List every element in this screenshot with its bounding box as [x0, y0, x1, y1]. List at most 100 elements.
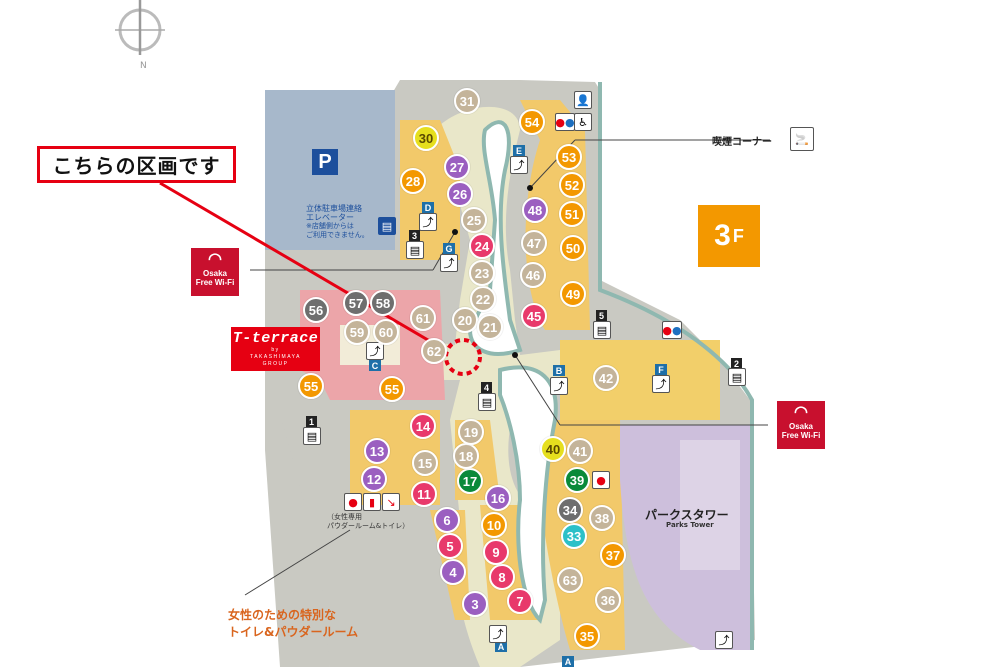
compass-north-label: N: [140, 61, 147, 71]
highlighted-section-marker: [444, 338, 482, 376]
shop-marker-48[interactable]: 48: [522, 197, 548, 223]
shop-marker-11[interactable]: 11: [411, 481, 437, 507]
shop-marker-63[interactable]: 63: [557, 567, 583, 593]
shop-marker-52[interactable]: 52: [559, 172, 585, 198]
shop-marker-37[interactable]: 37: [600, 542, 626, 568]
escalator-c-label: C: [369, 360, 381, 371]
elevator-3-label: 3: [409, 230, 420, 241]
elevator-icon: ▤: [478, 393, 496, 411]
shop-marker-55[interactable]: 55: [379, 376, 405, 402]
shop-marker-31[interactable]: 31: [454, 88, 480, 114]
women-feature-label: 女性のための特別な トイレ&パウダールーム: [228, 608, 359, 639]
shop-marker-36[interactable]: 36: [595, 587, 621, 613]
shop-marker-25[interactable]: 25: [461, 207, 487, 233]
shop-marker-22[interactable]: 22: [470, 286, 496, 312]
shop-marker-6[interactable]: 6: [434, 507, 460, 533]
escalator-icon: ⤴: [550, 377, 568, 395]
shop-marker-54[interactable]: 54: [519, 109, 545, 135]
women-restroom-icon: ●: [344, 493, 362, 511]
shop-marker-62[interactable]: 62: [421, 338, 447, 364]
accessible-restroom-icon: ♿: [574, 113, 592, 131]
shop-marker-59[interactable]: 59: [344, 319, 370, 345]
shop-marker-13[interactable]: 13: [364, 438, 390, 464]
shop-marker-14[interactable]: 14: [410, 413, 436, 439]
shop-marker-49[interactable]: 49: [560, 281, 586, 307]
wifi-icon: ◠: [208, 251, 222, 268]
compass-icon: [115, 0, 165, 55]
escalator-icon: ⤴: [440, 254, 458, 272]
smoking-corner-label: 喫煙コーナー: [712, 137, 772, 148]
elevator-2-label: 2: [731, 358, 742, 369]
escalator-d-label: D: [422, 202, 434, 213]
shop-marker-18[interactable]: 18: [453, 443, 479, 469]
shop-marker-45[interactable]: 45: [521, 303, 547, 329]
shop-marker-23[interactable]: 23: [469, 260, 495, 286]
women-restroom-icon: ●: [592, 471, 610, 489]
shop-marker-20[interactable]: 20: [452, 307, 478, 333]
shop-marker-17[interactable]: 17: [457, 468, 483, 494]
elevator-icon: ▤: [303, 427, 321, 445]
shop-marker-50[interactable]: 50: [560, 235, 586, 261]
shop-marker-26[interactable]: 26: [447, 181, 473, 207]
shop-marker-24[interactable]: 24: [469, 233, 495, 259]
shop-marker-41[interactable]: 41: [567, 438, 593, 464]
shop-marker-61[interactable]: 61: [410, 305, 436, 331]
parks-tower-name-en: Parks Tower: [666, 521, 714, 529]
shop-marker-19[interactable]: 19: [458, 419, 484, 445]
shop-marker-16[interactable]: 16: [485, 485, 511, 511]
escalator-a2-label: A: [562, 656, 574, 667]
shop-marker-33[interactable]: 33: [561, 523, 587, 549]
escalator-icon: ⤴: [652, 375, 670, 393]
shop-marker-9[interactable]: 9: [483, 539, 509, 565]
parking-elevator-icon: ▤: [378, 217, 396, 235]
shop-marker-53[interactable]: 53: [556, 144, 582, 170]
shop-marker-30[interactable]: 30: [413, 125, 439, 151]
shop-marker-4[interactable]: 4: [440, 559, 466, 585]
shop-marker-40[interactable]: 40: [540, 436, 566, 462]
shop-marker-46[interactable]: 46: [520, 262, 546, 288]
escalator-icon: ⤴: [419, 213, 437, 231]
parking-icon: P: [312, 149, 338, 175]
restroom-icon: ●●: [662, 321, 682, 339]
shop-marker-27[interactable]: 27: [444, 154, 470, 180]
shop-marker-38[interactable]: 38: [589, 505, 615, 531]
shop-marker-34[interactable]: 34: [557, 497, 583, 523]
shop-marker-55[interactable]: 55: [298, 373, 324, 399]
shop-marker-58[interactable]: 58: [370, 290, 396, 316]
shop-marker-28[interactable]: 28: [400, 168, 426, 194]
elevator-1-label: 1: [306, 416, 317, 427]
shop-marker-8[interactable]: 8: [489, 564, 515, 590]
elevator-icon: ▤: [728, 368, 746, 386]
escalator-icon: ⤴: [489, 625, 507, 643]
shop-marker-60[interactable]: 60: [373, 319, 399, 345]
shop-marker-10[interactable]: 10: [481, 512, 507, 538]
t-terrace-logo: T-terrace by TAKASHIMAYA GROUP: [231, 327, 320, 371]
shop-marker-3[interactable]: 3: [462, 591, 488, 617]
shop-marker-39[interactable]: 39: [564, 467, 590, 493]
shop-marker-42[interactable]: 42: [593, 365, 619, 391]
shop-marker-5[interactable]: 5: [437, 533, 463, 559]
shop-marker-47[interactable]: 47: [521, 230, 547, 256]
shop-marker-15[interactable]: 15: [412, 450, 438, 476]
location-callout: こちらの区画です: [37, 146, 236, 183]
restroom-icon: ●●: [555, 113, 575, 131]
shop-marker-35[interactable]: 35: [574, 623, 600, 649]
escalator-a-label: A: [495, 641, 507, 652]
escalator-icon: ⤴: [715, 631, 733, 649]
shop-marker-7[interactable]: 7: [507, 588, 533, 614]
escalator-e-label: E: [513, 145, 525, 156]
women-restroom-note: （女性専用 パウダールーム&トイレ）: [327, 513, 410, 530]
wifi-icon: ◠: [794, 404, 808, 421]
shop-marker-56[interactable]: 56: [303, 297, 329, 323]
shop-marker-51[interactable]: 51: [559, 201, 585, 227]
shop-marker-21[interactable]: 21: [477, 314, 503, 340]
shop-marker-57[interactable]: 57: [343, 290, 369, 316]
parking-elevator-note: 立体駐車場連絡 エレベーター ※店舗側からは ご利用できません。: [306, 204, 369, 239]
escalator-icon: ⤴: [366, 342, 384, 360]
shop-marker-12[interactable]: 12: [361, 466, 387, 492]
escalator-f-label: F: [655, 364, 667, 375]
powder-room-icon: ▮: [363, 493, 381, 511]
elevator-5-label: 5: [596, 310, 607, 321]
